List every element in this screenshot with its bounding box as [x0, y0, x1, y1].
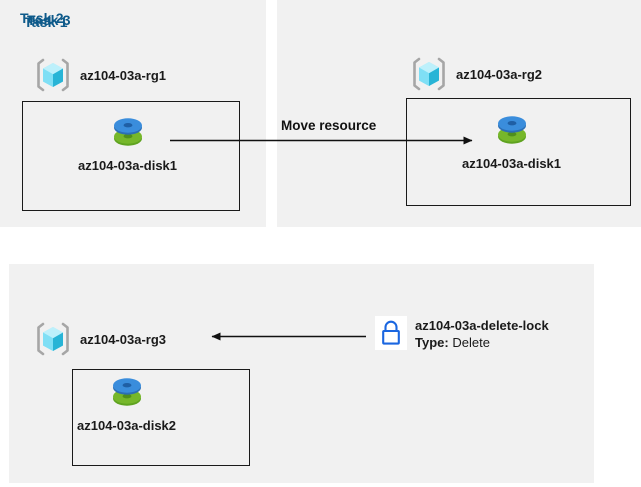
resource-group-icon — [410, 55, 448, 93]
disk-label: az104-03a-disk1 — [462, 156, 562, 171]
disk-node-task-2[interactable]: az104-03a-disk1 — [462, 112, 561, 171]
managed-disk-icon — [493, 112, 531, 152]
resource-group-container-task-2 — [406, 98, 631, 206]
lock-icon — [375, 316, 407, 350]
panel-task-2 — [277, 0, 641, 227]
managed-disk-icon — [109, 114, 147, 154]
resource-group-label: az104-03a-rg2 — [456, 66, 542, 82]
resource-group-label: az104-03a-rg1 — [80, 67, 166, 83]
panel-task-1 — [0, 0, 266, 227]
delete-lock-group[interactable]: az104-03a-delete-lock Type: Delete — [375, 316, 549, 352]
panel-title-task-3: Task 3 — [27, 12, 71, 28]
move-resource-label: Move resource — [281, 118, 377, 133]
resource-group-container-task-1 — [22, 101, 240, 211]
delete-lock-type-value: Delete — [452, 335, 490, 351]
resource-group-icon — [34, 56, 72, 94]
resource-group-task-2[interactable]: az104-03a-rg2 — [410, 55, 542, 93]
delete-lock-type-key: Type: — [415, 335, 449, 351]
resource-group-container-task-3 — [72, 369, 250, 466]
panel-title-task-2: Task 2 — [20, 10, 64, 26]
resource-group-label: az104-03a-rg3 — [80, 331, 166, 347]
panel-task-3 — [9, 264, 594, 483]
managed-disk-icon — [108, 374, 146, 414]
panel-title-task-1: Task 1 — [24, 14, 68, 30]
delete-lock-type-line: Type: Delete — [415, 335, 549, 351]
resource-group-task-1[interactable]: az104-03a-rg1 — [34, 56, 166, 94]
disk-node-task-1[interactable]: az104-03a-disk1 — [78, 114, 177, 173]
disk-node-task-3[interactable]: az104-03a-disk2 — [77, 374, 176, 433]
delete-lock-text: az104-03a-delete-lock Type: Delete — [415, 316, 549, 352]
delete-lock-name: az104-03a-delete-lock — [415, 318, 549, 333]
resource-group-task-3[interactable]: az104-03a-rg3 — [34, 320, 166, 358]
disk-label: az104-03a-disk2 — [77, 418, 177, 433]
resource-group-icon — [34, 320, 72, 358]
disk-label: az104-03a-disk1 — [78, 158, 178, 173]
